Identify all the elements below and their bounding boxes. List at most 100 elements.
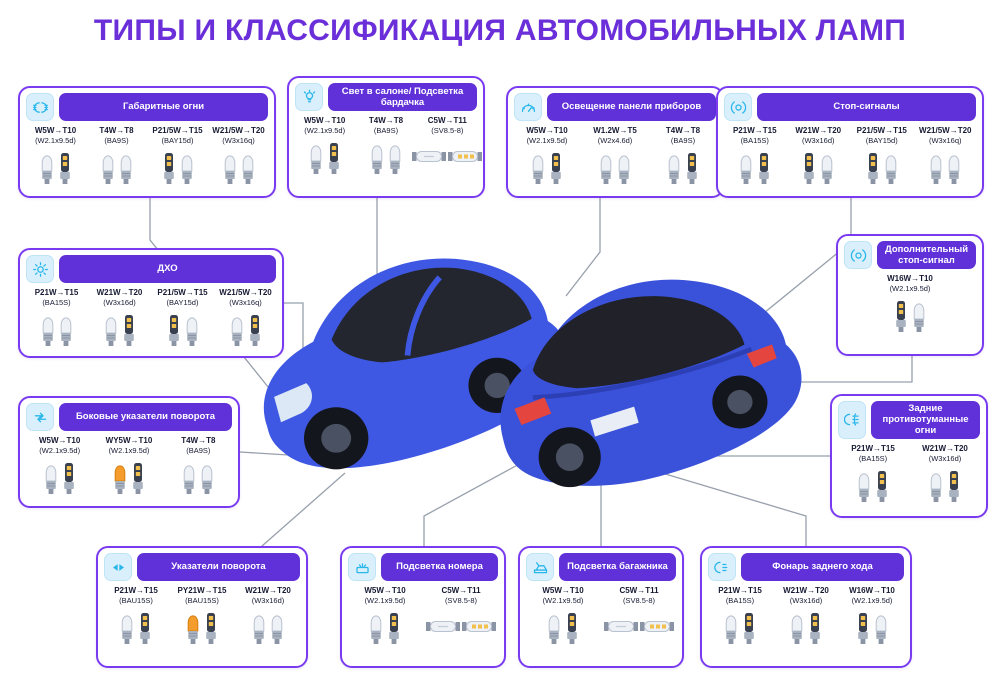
- bulb-spec: W21/5W→T20 (W3x16q): [209, 126, 268, 186]
- bulb-name: W21W→T20: [96, 288, 143, 297]
- bulb-spec: P21/5W→T15 (BAY15d): [148, 126, 207, 186]
- bulb-base: (BAU15S): [119, 596, 153, 605]
- glass-bulb-image: [885, 155, 897, 184]
- bulb-images: [181, 458, 215, 496]
- panel-title: Подсветка номера: [381, 553, 498, 581]
- bulb-name: W5W→T10: [38, 436, 81, 445]
- bulb-base: (BA15S): [725, 596, 755, 605]
- glass-bulb-image: [618, 155, 630, 184]
- bulb-base: (W2.1x9.5d): [851, 596, 893, 605]
- led-bulb-image: [163, 153, 174, 184]
- panel-title: Габаритные огни: [59, 93, 268, 121]
- bulb-list: W5W→T10 (W2.1x9.5d) W1.2W→T5 (W2x4.6d) T…: [514, 121, 716, 191]
- glass-bulb-image: [41, 155, 52, 184]
- bulb-spec: W21/5W→T20 (W3x16q): [915, 126, 977, 186]
- bulb-base: (SV8.5-8): [431, 126, 464, 135]
- bulb-name: W5W→T10: [34, 126, 77, 135]
- panel-title: Задние противотуманные огни: [871, 401, 980, 439]
- led-bulb-image: [896, 301, 906, 332]
- bulb-images: [604, 608, 674, 646]
- taillight-left: [514, 397, 552, 425]
- bulb-spec: W1.2W→T5 (W2x4.6d): [582, 126, 648, 186]
- bulb-images: [166, 310, 200, 348]
- glass-bulb-image: [105, 317, 116, 346]
- turn-signal-icon: [104, 553, 132, 581]
- glass-bulb-image: [821, 155, 833, 184]
- cars-illustration: [263, 258, 802, 488]
- led-bulb-image: [877, 470, 887, 502]
- bulb-list: W5W→T10 (W2.1x9.5d) T4W→T8 (BA9S) C5W→T1…: [295, 111, 483, 191]
- bulb-images: [865, 148, 899, 186]
- glass-bulb-image: [42, 317, 53, 346]
- bulb-name: T4W→T8: [368, 116, 404, 125]
- panel-header-row: Освещение панели приборов: [514, 93, 716, 121]
- page-title: ТИПЫ И КЛАССИФИКАЦИЯ АВТОМОБИЛЬНЫХ ЛАМП: [93, 14, 907, 47]
- bulb-base: (BAY15d): [865, 136, 898, 145]
- festoon-bulb-image: [604, 621, 638, 632]
- bulb-spec: T4W→T8 (BA9S): [165, 436, 232, 496]
- bulb-spec: C5W→T11 (SV8.5-8): [412, 116, 483, 176]
- led-bulb-image: [949, 470, 959, 502]
- bulb-images: [893, 296, 927, 334]
- bulb-images: [738, 148, 772, 186]
- bulb-list: P21W→T15 (BA15S) W21W→T20 (W3x16d) W16W→…: [708, 581, 904, 661]
- reverse-light-icon: [708, 553, 736, 581]
- bulb-spec: W21W→T20 (W3x16d): [774, 586, 838, 646]
- bulb-base: (SV8.5-8): [622, 596, 656, 605]
- led-bulb-image: [389, 613, 399, 644]
- bulb-images: [666, 148, 700, 186]
- bulb-name: W21/5W→T20: [219, 288, 272, 297]
- bulb-base: (W3x16q): [928, 136, 962, 145]
- headlight: [274, 383, 312, 423]
- bulb-spec: W5W→T10 (W2.1x9.5d): [295, 116, 354, 176]
- connector-reverse-light: [651, 469, 807, 546]
- bulb-name: P21W→T15: [34, 288, 79, 297]
- bulb-name: P21W→T15: [114, 586, 158, 595]
- bulb-name: W21/5W→T20: [212, 126, 265, 135]
- amber-bulb-image: [187, 615, 199, 644]
- festoon-bulb-image: [426, 621, 460, 632]
- bulb-images: [112, 458, 146, 496]
- bulb-list: W5W→T10 (W2.1x9.5d) C5W→T11 (SV8.5-8): [526, 581, 676, 661]
- panel-title: Дополнительный стоп-сигнал: [877, 241, 976, 269]
- panel-title: Подсветка багажника: [559, 553, 676, 581]
- led-bulb-image: [168, 315, 179, 346]
- bulb-spec: P21/5W→T15 (BAY15d): [152, 288, 213, 348]
- glass-bulb-image: [371, 145, 383, 174]
- bulb-spec: T4W→T8 (BA9S): [87, 126, 146, 186]
- glass-bulb-image: [184, 465, 195, 494]
- glass-bulb-image: [60, 317, 71, 346]
- bulb-images: [308, 138, 342, 176]
- led-bulb-image: [551, 153, 561, 184]
- panel-header-row: Подсветка багажника: [526, 553, 676, 581]
- bulb-name: W5W→T10: [303, 116, 346, 125]
- bulb-name: PY21W→T15: [177, 586, 227, 595]
- glass-bulb-image: [548, 615, 560, 644]
- glass-bulb-image: [224, 155, 235, 184]
- bulb-name: P21W→T15: [718, 586, 762, 595]
- dashboard-light-icon: [514, 93, 542, 121]
- bulb-spec: T4W→T8 (BA9S): [356, 116, 415, 176]
- led-bulb-image: [123, 315, 134, 346]
- led-bulb-image: [133, 463, 143, 494]
- license-plate: [590, 406, 639, 437]
- festoon-bulb-image: [412, 151, 447, 162]
- bulb-base: (W3x16d): [928, 453, 962, 463]
- bulb-spec: W5W→T10 (W2.1x9.5d): [348, 586, 422, 646]
- bulb-images: [856, 466, 890, 504]
- bulb-base: (W2.1x9.5d): [526, 136, 568, 145]
- festoon-led-bulb-image: [448, 151, 483, 162]
- trunk-light-icon: [526, 553, 554, 581]
- bulb-base: (BA9S): [373, 126, 399, 135]
- bulb-images: [40, 310, 74, 348]
- glass-bulb-image: [725, 615, 737, 644]
- bulb-name: C5W→T11: [619, 586, 659, 595]
- bulb-name: W5W→T10: [364, 586, 406, 595]
- rear-fog-light-icon: [838, 401, 866, 439]
- panel-brake: Стоп-сигналы P21W→T15 (BA15S) W21W→T20 (…: [716, 86, 984, 198]
- panel-title: Свет в салоне/ Подсветка бардачка: [328, 83, 477, 111]
- panel-turn: Указатели поворота P21W→T15 (BAU15S) PY2…: [96, 546, 308, 668]
- bulb-base: (W2x4.6d): [597, 136, 633, 145]
- bulb-spec: P21W→T15 (BA15S): [838, 444, 908, 504]
